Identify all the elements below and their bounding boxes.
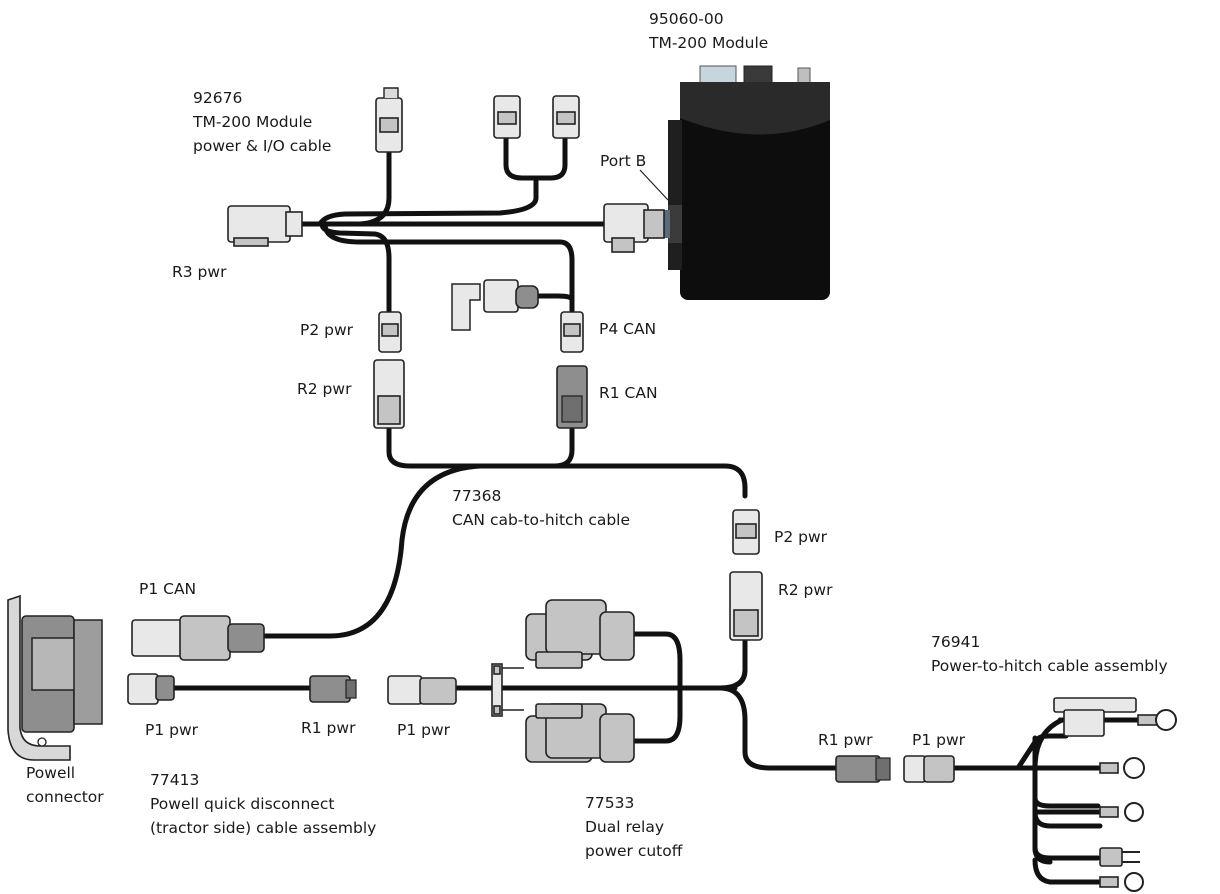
label-77413-p1-pwr: P1 pwr	[145, 721, 199, 739]
label-77368-p2-pwr: P2 pwr	[774, 528, 828, 546]
cable-92676-p4-stub	[535, 293, 575, 303]
label-77413-r1-pwr: R1 pwr	[301, 719, 356, 737]
ring-terminals	[1099, 709, 1177, 892]
label-r3-pwr: R3 pwr	[172, 263, 227, 281]
cable-77368-r2-drop	[386, 425, 575, 469]
can-cable-name: CAN cab-to-hitch cable	[452, 511, 631, 529]
connector-92676-y-left	[493, 95, 521, 139]
fuse-holder	[491, 663, 524, 717]
label-77368-r2-pwr: R2 pwr	[297, 380, 352, 398]
tm200-module	[639, 65, 830, 300]
power-io-cable-name-1: TM-200 Module	[193, 113, 313, 131]
label-p1-can: P1 CAN	[139, 580, 197, 598]
connector-p4-accessory	[451, 279, 539, 331]
cable-77368-p1-run	[257, 463, 483, 639]
relay-lower	[525, 703, 635, 763]
label-77533-r1-pwr: R1 pwr	[818, 731, 873, 749]
connector-powell	[7, 594, 103, 761]
relay-part-number: 77533	[585, 794, 635, 812]
connector-92676-p2	[378, 311, 402, 353]
cable-77533-upper-relay	[629, 631, 683, 691]
connector-92676-y-right	[552, 95, 580, 139]
cable-76941-fan-ends	[1032, 765, 1103, 861]
connector-port-b-plug	[603, 203, 665, 253]
hitch-cable-part-number: 76941	[931, 633, 981, 651]
connector-77368-r2	[373, 359, 405, 429]
module-name: TM-200 Module	[649, 34, 769, 52]
can-cable-part-number: 77368	[452, 487, 502, 505]
connector-77413-r1	[309, 675, 357, 703]
hitch-fuse-box	[1053, 697, 1137, 737]
connector-77368-p2	[732, 509, 760, 555]
cable-runs	[169, 135, 1153, 885]
hitch-cable-name: Power-to-hitch cable assembly	[931, 657, 1168, 675]
powell-cable-name-1: Powell quick disconnect	[150, 795, 335, 813]
powell-cable-part-number: 77413	[150, 771, 200, 789]
powell-connector-label-1: Powell	[26, 764, 76, 782]
cable-77368-trunk	[477, 463, 748, 499]
connector-77368-r1	[556, 365, 588, 429]
relay-name-1: Dual relay	[585, 818, 665, 836]
power-io-cable-part-number: 92676	[193, 89, 243, 107]
label-77533-r2-pwr: R2 pwr	[778, 581, 833, 599]
powell-cable-name-2: (tractor side) cable assembly	[150, 819, 377, 837]
connector-77533-r1	[835, 755, 891, 783]
power-io-cable-name-2: power & I/O cable	[193, 137, 332, 155]
label-77533-p1-pwr: P1 pwr	[397, 721, 451, 739]
relay-upper	[525, 599, 635, 669]
connector-92676-top	[375, 87, 403, 153]
label-r1-can: R1 CAN	[599, 384, 658, 402]
label-92676-p2-pwr: P2 pwr	[300, 321, 354, 339]
module-part-number: 95060-00	[649, 10, 724, 28]
cable-77533-r2-up	[717, 637, 748, 691]
cable-92676-y-branch	[317, 135, 568, 227]
powell-connector-label-2: connector	[26, 788, 104, 806]
connector-77533-p1	[387, 675, 457, 705]
cable-77533-lower-relay	[629, 685, 683, 744]
relay-name-2: power cutoff	[585, 842, 683, 860]
port-b-label: Port B	[600, 152, 647, 170]
label-76941-p1-pwr: P1 pwr	[912, 731, 966, 749]
connector-77368-p1	[131, 615, 265, 661]
cable-77533-to-hitch	[717, 685, 839, 771]
label-p4-can: P4 CAN	[599, 320, 657, 338]
connector-77533-r2	[729, 571, 763, 641]
cable-92676-p2-branch	[319, 221, 392, 315]
connectors	[7, 87, 1177, 892]
connector-92676-p4	[560, 311, 584, 353]
cable-92676-lower-branch	[322, 221, 575, 315]
connector-76941-p1	[903, 755, 955, 783]
connector-77413-p1	[127, 673, 175, 705]
connector-r3-pwr	[227, 205, 303, 247]
